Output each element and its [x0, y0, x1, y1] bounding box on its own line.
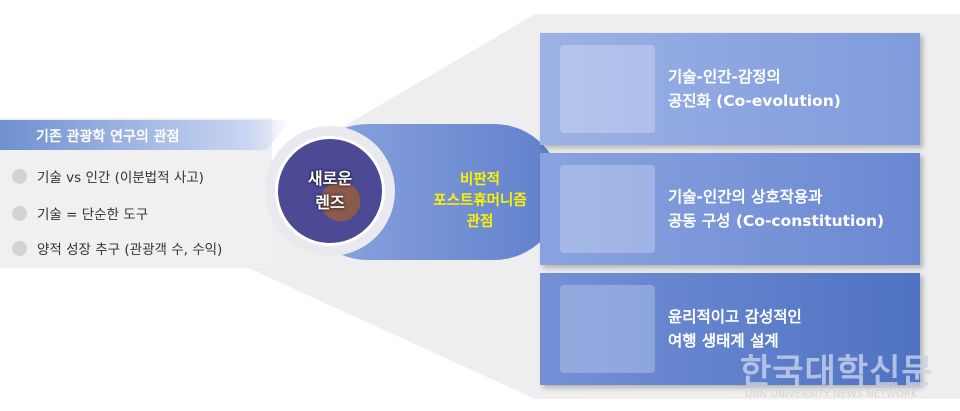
item-text: 양적 성장 추구 (관광객 수, 수익)	[37, 242, 223, 258]
bullet-icon	[12, 168, 27, 184]
lens-text: 렌즈	[315, 193, 345, 212]
list-item: 양적 성장 추구 (관광객 수, 수익)	[12, 238, 222, 258]
perspective-line: 포스트휴머니즘	[433, 193, 527, 209]
watermark-tagline: UNN UNIVERSITY NEWS NETWORK	[745, 389, 918, 400]
item-text: 기술 vs 인간 (이분법적 사고)	[37, 170, 204, 186]
perspective-line: 비판적	[459, 172, 501, 188]
robot-stairs-illustration	[560, 45, 655, 133]
box-text: 공동 구성 (Co-constitution)	[668, 212, 885, 230]
perspective-line: 관점	[466, 214, 494, 230]
lens-text: 새로운	[307, 169, 353, 188]
bullet-icon	[12, 240, 27, 256]
box-text: 윤리적이고 감성적인	[668, 308, 802, 326]
list-item: 기술 = 단순한 도구	[12, 203, 148, 223]
box-text: 공진화 (Co-evolution)	[668, 92, 841, 110]
human-robot-board-illustration	[560, 165, 655, 253]
item-text: 기술 = 단순한 도구	[37, 207, 149, 223]
bullet-icon	[12, 205, 27, 221]
list-item: 기술 vs 인간 (이분법적 사고)	[12, 166, 204, 186]
box-text: 여행 생태계 설계	[668, 332, 779, 350]
box-text: 기술-인간의 상호작용과	[668, 188, 823, 206]
panel-title: 기존 관광학 연구의 관점	[0, 120, 290, 150]
watermark-logo: 한국대학신문	[740, 352, 934, 392]
travelers-illustration	[560, 285, 655, 373]
box-text: 기술-인간-감정의	[668, 68, 781, 86]
